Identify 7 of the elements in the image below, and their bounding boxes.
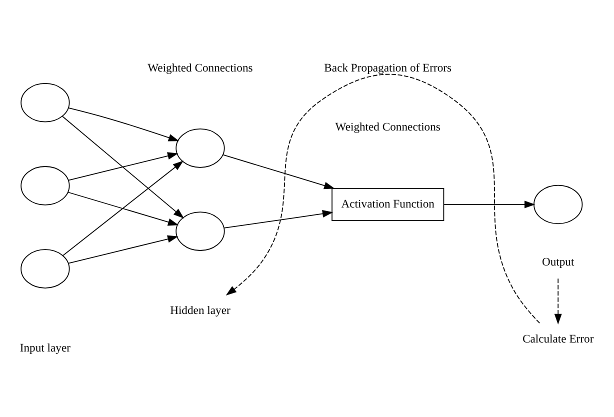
node-text: Hidden layer	[170, 304, 230, 317]
node-text: Calculate Error	[522, 332, 594, 346]
node-text: Output	[542, 256, 574, 269]
label: Weighted Connections	[335, 120, 440, 134]
label: Input layer	[20, 341, 70, 354]
label: Weighted Connections	[148, 62, 253, 75]
edge-label: Back Propagation of Errors	[324, 62, 452, 75]
